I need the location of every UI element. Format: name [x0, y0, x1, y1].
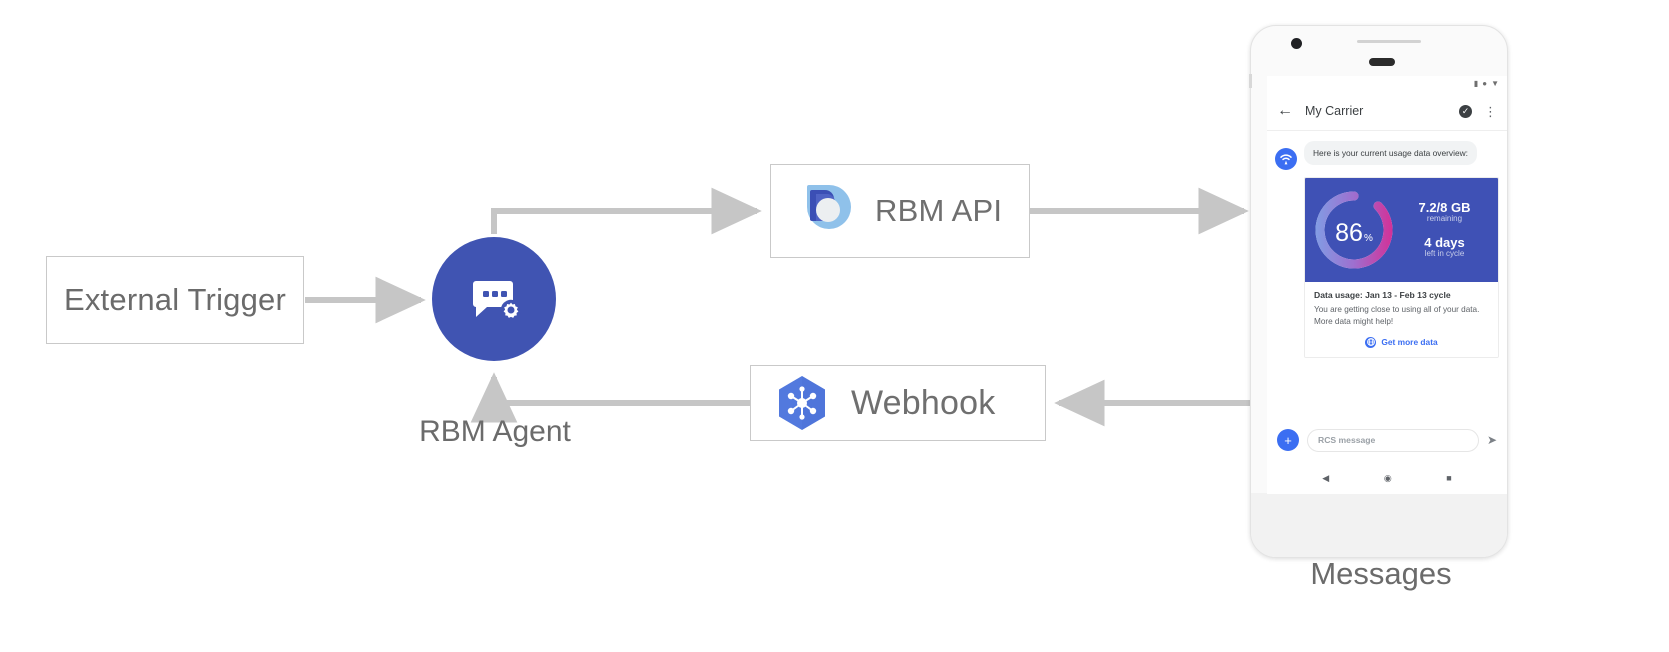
chat-gear-icon	[473, 281, 522, 321]
app-bar: ← My Carrier ✓ ⋮	[1267, 92, 1507, 131]
globe-icon	[1365, 336, 1377, 348]
add-attachment-button[interactable]: +	[1277, 429, 1299, 451]
stat-caption: remaining	[1426, 214, 1463, 224]
messages-label: Messages	[1310, 556, 1452, 591]
rich-card[interactable]: 86 % 7.2/8 GB remaining 4 days lef	[1304, 177, 1499, 358]
status-bar: ▮ ● ▼	[1267, 76, 1507, 92]
external-trigger-label: External Trigger	[63, 282, 287, 317]
android-nav-bar: ◀ ◉ ■	[1267, 462, 1507, 494]
send-icon[interactable]: ➤	[1486, 433, 1497, 447]
signal-icon: ▮	[1473, 79, 1479, 88]
stat-data-remaining: 7.2/8 GB remaining	[1418, 199, 1471, 224]
node-rbm-agent[interactable]	[432, 237, 556, 361]
front-camera-icon	[1291, 38, 1302, 49]
verified-shield-icon: ✓	[1459, 104, 1472, 118]
side-button[interactable]	[1249, 74, 1252, 88]
phone-device: ▮ ● ▼ ← My Carrier ✓ ⋮	[1249, 25, 1508, 558]
rcs-message-input[interactable]: RCS message	[1307, 428, 1479, 452]
rbm-agent-label: RBM Agent	[419, 415, 571, 448]
phone-screen: ▮ ● ▼ ← My Carrier ✓ ⋮	[1267, 76, 1507, 494]
node-external-trigger[interactable]: External Trigger	[46, 256, 304, 344]
usage-stats: 7.2/8 GB remaining 4 days left in cycle	[1397, 199, 1492, 259]
rcs-message-placeholder: RCS message	[1318, 435, 1376, 445]
nav-home-icon[interactable]: ◉	[1383, 472, 1392, 483]
get-more-data-label: Get more data	[1381, 337, 1438, 348]
nav-back-icon[interactable]: ◀	[1322, 472, 1330, 483]
stat-value: 7.2/8 GB	[1418, 199, 1471, 215]
wifi-dot-icon: ●	[1482, 79, 1488, 88]
nav-recents-icon[interactable]: ■	[1446, 472, 1452, 483]
rich-card-title: Data usage: Jan 13 - Feb 13 cycle	[1314, 290, 1451, 300]
message-thread: Here is your current usage data overview…	[1267, 131, 1507, 358]
conversation-title: My Carrier	[1305, 104, 1364, 118]
rich-card-description: You are getting close to using all of yo…	[1314, 305, 1480, 327]
stat-days-left: 4 days left in cycle	[1424, 235, 1465, 259]
stat-value: 4 days	[1424, 235, 1465, 250]
carrier-logo-icon	[1280, 154, 1292, 165]
get-more-data-button[interactable]: Get more data	[1314, 336, 1489, 348]
gauge-value: 86	[1335, 219, 1363, 247]
rbm-api-label: RBM API	[875, 193, 1003, 228]
gauge-unit: %	[1363, 233, 1373, 244]
avatar	[1275, 148, 1297, 170]
webhook-label: Webhook	[851, 383, 996, 422]
incoming-message-bubble: Here is your current usage data overview…	[1304, 141, 1478, 166]
rich-card-hero: 86 % 7.2/8 GB remaining 4 days lef	[1305, 178, 1498, 282]
edge-webhook-to-agent	[470, 372, 750, 423]
message-composer: + RCS message ➤	[1267, 420, 1507, 460]
node-rbm-api[interactable]: RBM API	[770, 164, 1030, 258]
edge-agent-to-api	[491, 187, 762, 235]
battery-icon: ▼	[1491, 79, 1499, 88]
gauge-ring-icon	[1315, 191, 1393, 269]
back-arrow-icon[interactable]: ←	[1277, 102, 1293, 119]
rich-card-body: Data usage: Jan 13 - Feb 13 cycle You ar…	[1305, 282, 1498, 357]
message-row: Here is your current usage data overview…	[1275, 141, 1499, 170]
phone-chin	[1251, 493, 1507, 557]
rbm-api-icon	[805, 185, 851, 229]
webhook-hexagon-icon	[779, 376, 825, 430]
phone-bezel	[1251, 26, 1507, 82]
node-webhook[interactable]: Webhook	[750, 365, 1046, 441]
earpiece	[1369, 58, 1395, 66]
usage-gauge: 86 %	[1311, 187, 1397, 273]
overflow-menu-icon[interactable]: ⋮	[1484, 103, 1497, 119]
stat-caption: left in cycle	[1424, 249, 1465, 259]
speaker-grill	[1357, 40, 1421, 43]
gauge-value-group: 86 %	[1311, 187, 1397, 273]
